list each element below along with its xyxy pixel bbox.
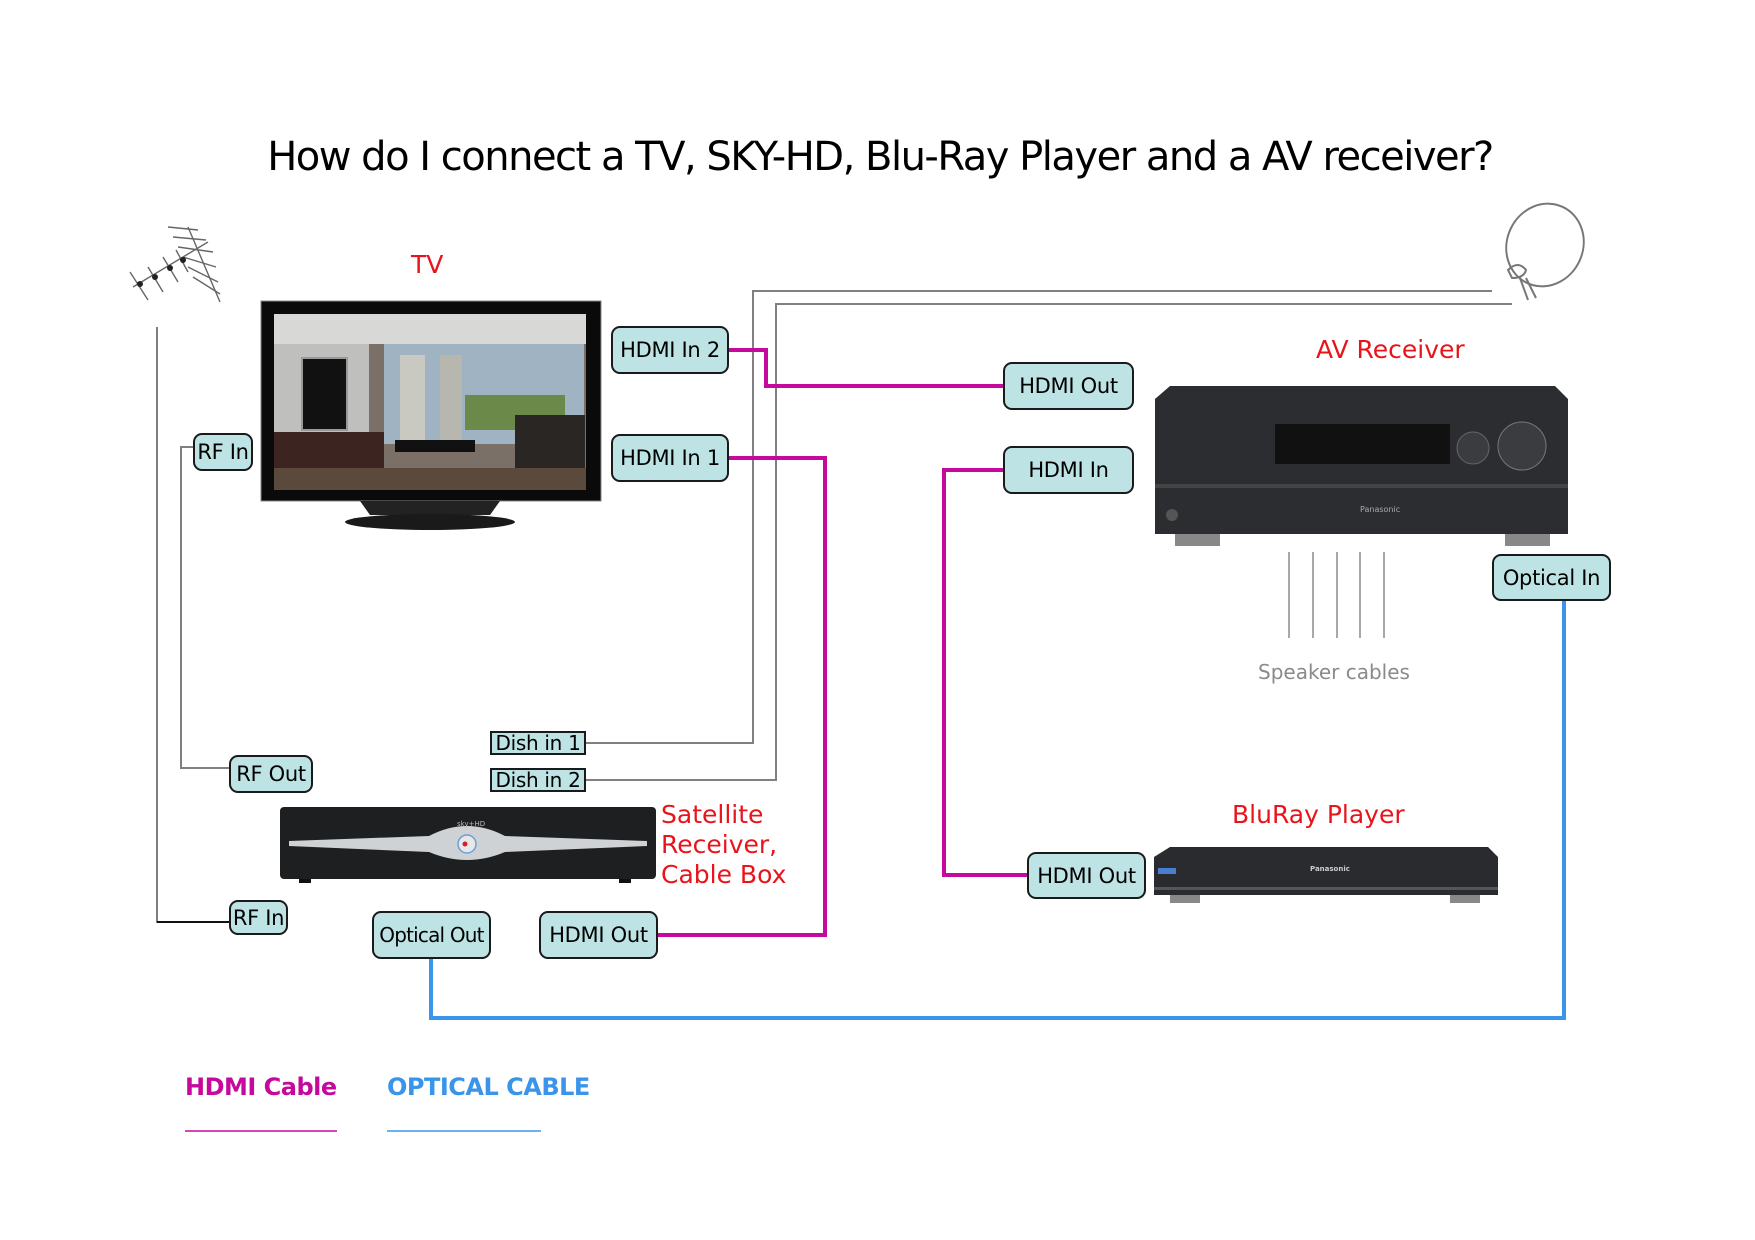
optical-sat-to-av [429, 600, 1566, 1020]
tv-image [260, 300, 602, 530]
sat-rf-out-port[interactable]: RF Out [229, 755, 313, 793]
hdmi-tv-in1-to-sat-out [658, 456, 827, 937]
av-receiver-image: Panasonic [1155, 386, 1568, 546]
satellite-label: Satellite Receiver, Cable Box [661, 800, 786, 890]
av-brand: Panasonic [1360, 505, 1400, 514]
hdmi-av-in-to-bluray-out [942, 468, 1027, 877]
bluray-player-image: Panasonic [1154, 847, 1498, 903]
av-receiver-label: AV Receiver [1316, 335, 1465, 364]
hdmi-tv-in2-to-av-out [729, 348, 1003, 388]
bluray-label: BluRay Player [1232, 800, 1405, 829]
sat-dish-in-2-port[interactable]: Dish in 2 [490, 768, 586, 792]
diagram-title: How do I connect a TV, SKY-HD, Blu-Ray P… [267, 134, 1494, 180]
sat-dish-in-1-port[interactable]: Dish in 1 [490, 731, 586, 755]
satellite-dish-icon [1505, 202, 1585, 301]
av-hdmi-out-port[interactable]: HDMI Out [1003, 362, 1134, 410]
av-hdmi-in-port[interactable]: HDMI In [1003, 446, 1134, 494]
satellite-label-line: Cable Box [661, 860, 787, 889]
satellite-receiver-image: sky+HD [280, 807, 656, 883]
tv-label: TV [411, 250, 444, 279]
sat-rf-in-port[interactable]: RF In [229, 900, 288, 935]
tv-hdmi-in-1-port[interactable]: HDMI In 1 [611, 434, 729, 482]
bluray-hdmi-out-port[interactable]: HDMI Out [1027, 852, 1146, 899]
tv-rf-in-port[interactable]: RF In [193, 433, 253, 471]
legend-hdmi-label: HDMI Cable [185, 1073, 337, 1101]
sat-optical-out-port[interactable]: Optical Out [372, 911, 491, 959]
legend-optical-label: OPTICAL CABLE [387, 1073, 590, 1101]
coax-rf-out-to-tv-rf-in [180, 446, 229, 769]
av-optical-in-port[interactable]: Optical In [1492, 554, 1611, 601]
tv-hdmi-in-2-port[interactable]: HDMI In 2 [611, 326, 729, 374]
coax-dish-to-dish-in-2 [586, 303, 1512, 781]
sat-brand: sky+HD [457, 820, 485, 828]
sat-hdmi-out-port[interactable]: HDMI Out [539, 911, 658, 959]
coax-dish-to-dish-in-1 [586, 290, 1492, 744]
speaker-cables [1288, 552, 1385, 638]
satellite-label-line: Receiver, [661, 830, 778, 859]
bluray-brand: Panasonic [1310, 865, 1350, 873]
speaker-cables-label: Speaker cables [1258, 660, 1410, 684]
coax-antenna-to-sat-rf-in [156, 327, 229, 923]
satellite-label-line: Satellite [661, 800, 764, 829]
antenna-icon [129, 226, 221, 303]
